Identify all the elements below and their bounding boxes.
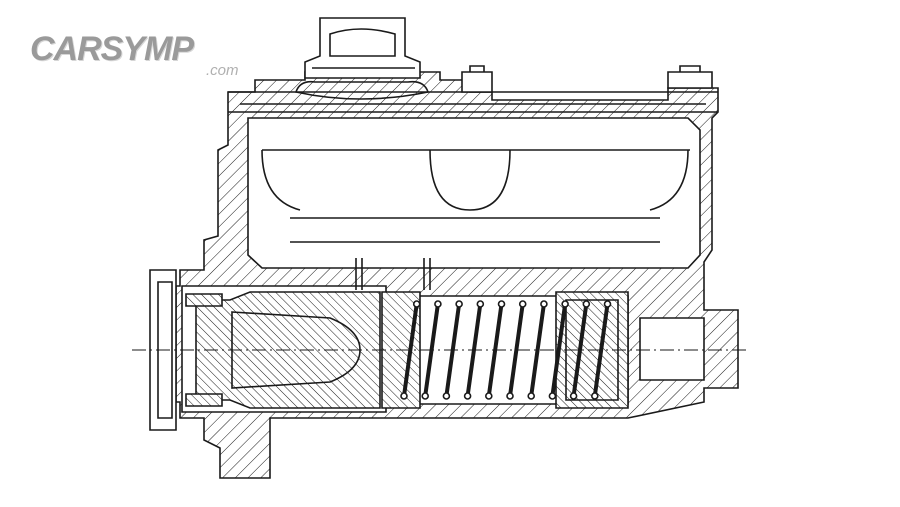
piston-cup-lower — [185, 393, 223, 407]
spring-coil-end — [476, 300, 485, 308]
piston-cup-upper — [185, 293, 223, 307]
spring-coil-end — [442, 392, 451, 400]
filler-cap-inner — [312, 28, 415, 69]
spring-coil-end — [540, 300, 548, 308]
spring-coil-end — [484, 392, 493, 400]
mounting-bolt-right — [667, 65, 713, 89]
spring-coil-end — [412, 300, 421, 308]
spring-coil-end — [421, 392, 430, 400]
bypass-port — [423, 258, 431, 290]
spring-coil-end — [548, 392, 557, 400]
compensating-port — [355, 258, 363, 290]
housing-section — [175, 71, 739, 479]
spring-coil-end — [590, 392, 599, 400]
spring-coil-end — [400, 392, 408, 400]
spring-coil-end — [506, 392, 514, 400]
watermark-domain: .com — [206, 62, 239, 79]
spring-coil-end — [434, 300, 442, 308]
spring-coil-end — [497, 300, 506, 308]
carsymp-watermark: CARSYMP .com — [30, 30, 280, 86]
spring-coil — [402, 303, 419, 397]
cylinder-body — [149, 17, 739, 479]
spring-coil-end — [518, 300, 527, 308]
spring-coil — [529, 303, 546, 397]
diaphragm — [294, 80, 430, 100]
spring-coil-end — [455, 300, 463, 308]
spring-coil — [571, 303, 589, 397]
spring-coil-end — [561, 300, 569, 308]
filler-cap — [304, 17, 421, 79]
reservoir-interior — [261, 149, 690, 243]
return-spring — [400, 300, 612, 400]
mounting-bolt-left — [461, 65, 493, 93]
watermark-brand: CARSYMP — [30, 30, 194, 68]
spring-coil-end — [569, 392, 578, 400]
spring-coil-end — [603, 300, 612, 308]
spring-coil-end — [582, 300, 591, 308]
spring-coil-end — [463, 392, 472, 400]
spring-coil-end — [527, 392, 536, 400]
